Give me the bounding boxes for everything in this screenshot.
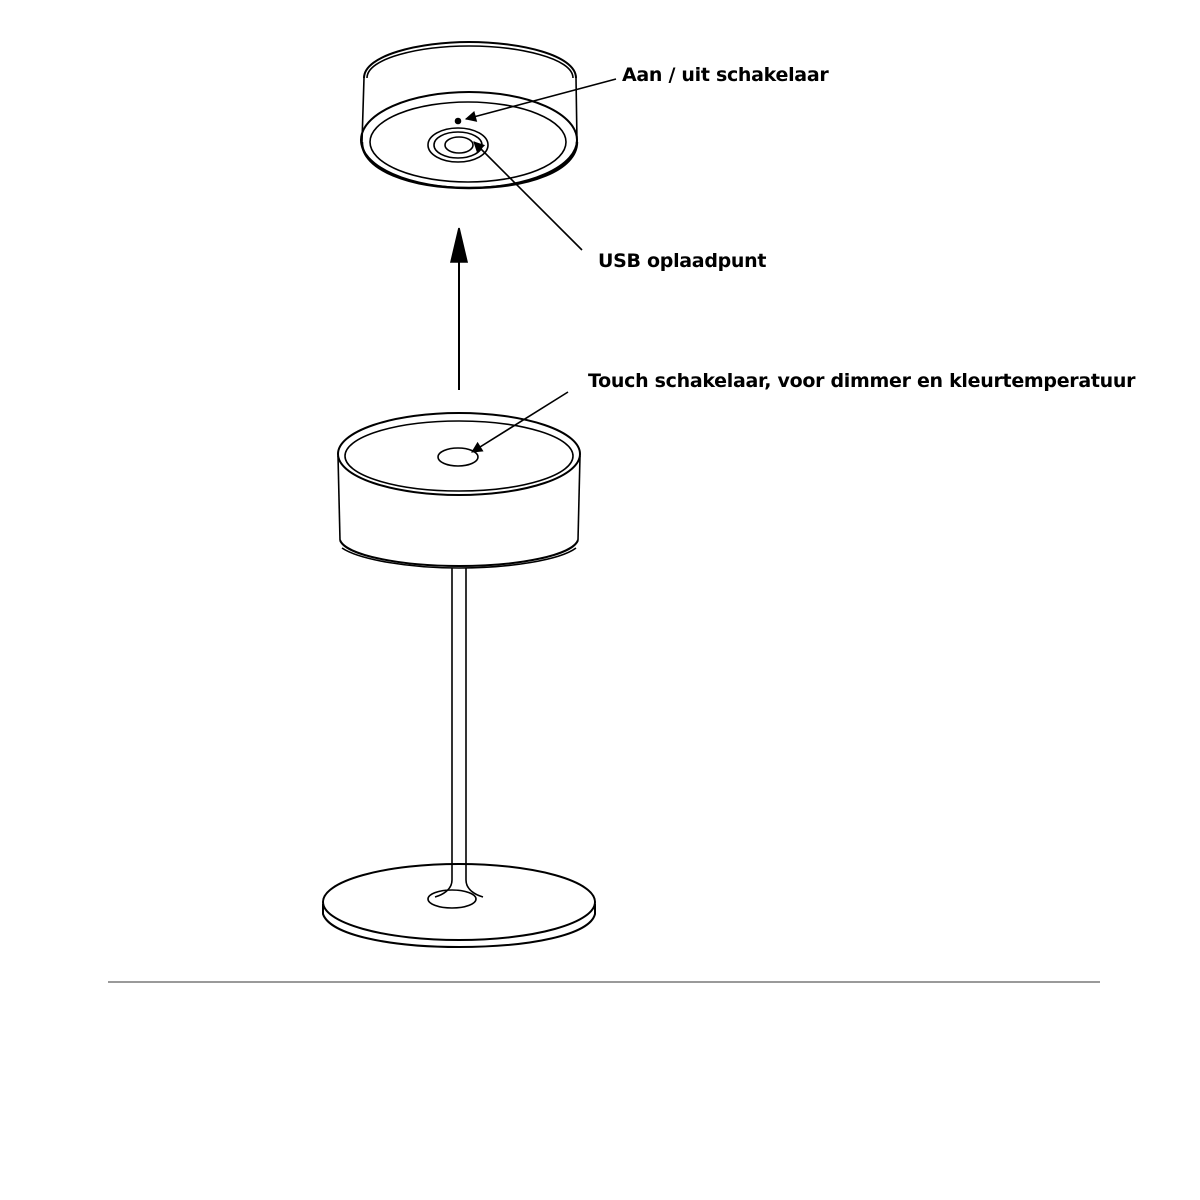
lamp-base [322, 863, 596, 949]
assembly-arrow [449, 227, 469, 390]
power-switch-label: Aan / uit schakelaar [622, 64, 829, 86]
lamp-head [337, 412, 581, 569]
power-switch-dot [454, 117, 462, 125]
lamp-head-detached [360, 40, 579, 190]
usb-port-label: USB oplaadpunt [598, 250, 767, 272]
power-switch-leader [464, 78, 617, 122]
touch-switch-label: Touch schakelaar, voor dimmer en kleurte… [588, 370, 1136, 392]
usb-port-ring [427, 127, 489, 163]
touch-switch-button [437, 447, 479, 467]
usb-port-leader [473, 141, 583, 251]
touch-switch-leader [471, 391, 569, 453]
lamp-stem [434, 568, 484, 898]
